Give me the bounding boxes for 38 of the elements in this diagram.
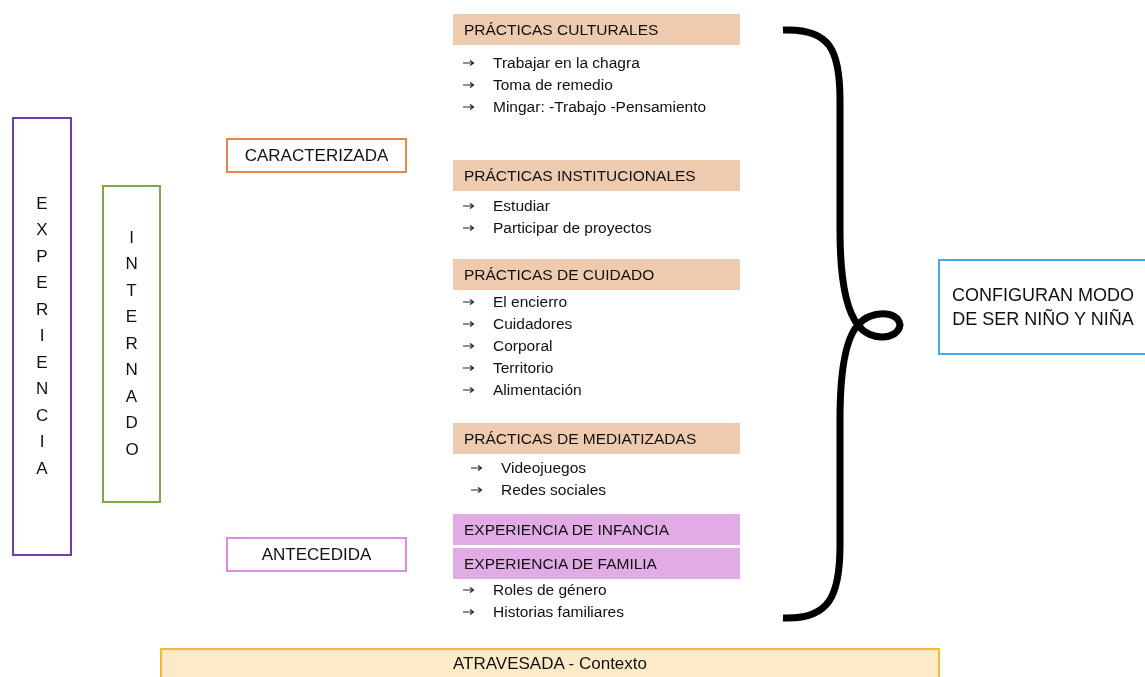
list-item: Participar de proyectos (493, 219, 652, 237)
list-item: Videojuegos (501, 459, 587, 477)
node-text: CONFIGURAN MODO DE SER NIÑO Y NIÑA (951, 284, 1135, 331)
list-item: Alimentación (493, 381, 582, 399)
category-band (453, 548, 740, 579)
category-band (453, 423, 740, 454)
category-band (453, 14, 740, 45)
node-text: PRÁCTICAS INSTITUCIONALES (464, 166, 696, 185)
node-text: PRÁCTICAS DE CUIDADO (464, 265, 655, 284)
category-band (453, 160, 740, 191)
list-item: Trabajar en la chagra (493, 54, 640, 72)
node-text: PRÁCTICAS CULTURALES (464, 20, 659, 39)
category-band (453, 259, 740, 290)
list-item: Redes sociales (501, 481, 607, 499)
list-item: Roles de género (493, 581, 607, 599)
vertical-label-box (12, 117, 72, 556)
result-box (938, 259, 1145, 355)
node-text: INTERNADO (125, 226, 138, 461)
list-item: Cuidadores (493, 315, 573, 333)
label-box (226, 138, 407, 173)
node-text: CARACTERIZADA (244, 145, 389, 166)
node-text: EXPERIENCIA DE FAMILIA (464, 554, 657, 573)
list-item: Territorio (493, 359, 554, 377)
context-bar (160, 648, 940, 677)
list-item: El encierro (493, 293, 568, 311)
node-text: PRÁCTICAS DE MEDIATIZADAS (464, 429, 697, 448)
list-item: Toma de remedio (493, 76, 613, 94)
list-item: Corporal (493, 337, 553, 355)
category-band (453, 514, 740, 545)
node-text: EXPERIENCIA DE INFANCIA (464, 520, 669, 539)
node-text: ATRAVESADA - Contexto (453, 654, 647, 674)
node-text: EXPERIENCIA (36, 192, 48, 480)
list-item: Historias familiares (493, 603, 624, 621)
label-box (226, 537, 407, 572)
list-item: Mingar: -Trabajo -Pensamiento (493, 98, 707, 116)
vertical-label-box (102, 185, 161, 503)
list-item: Estudiar (493, 197, 550, 215)
node-text: ANTECEDIDA (261, 544, 372, 565)
